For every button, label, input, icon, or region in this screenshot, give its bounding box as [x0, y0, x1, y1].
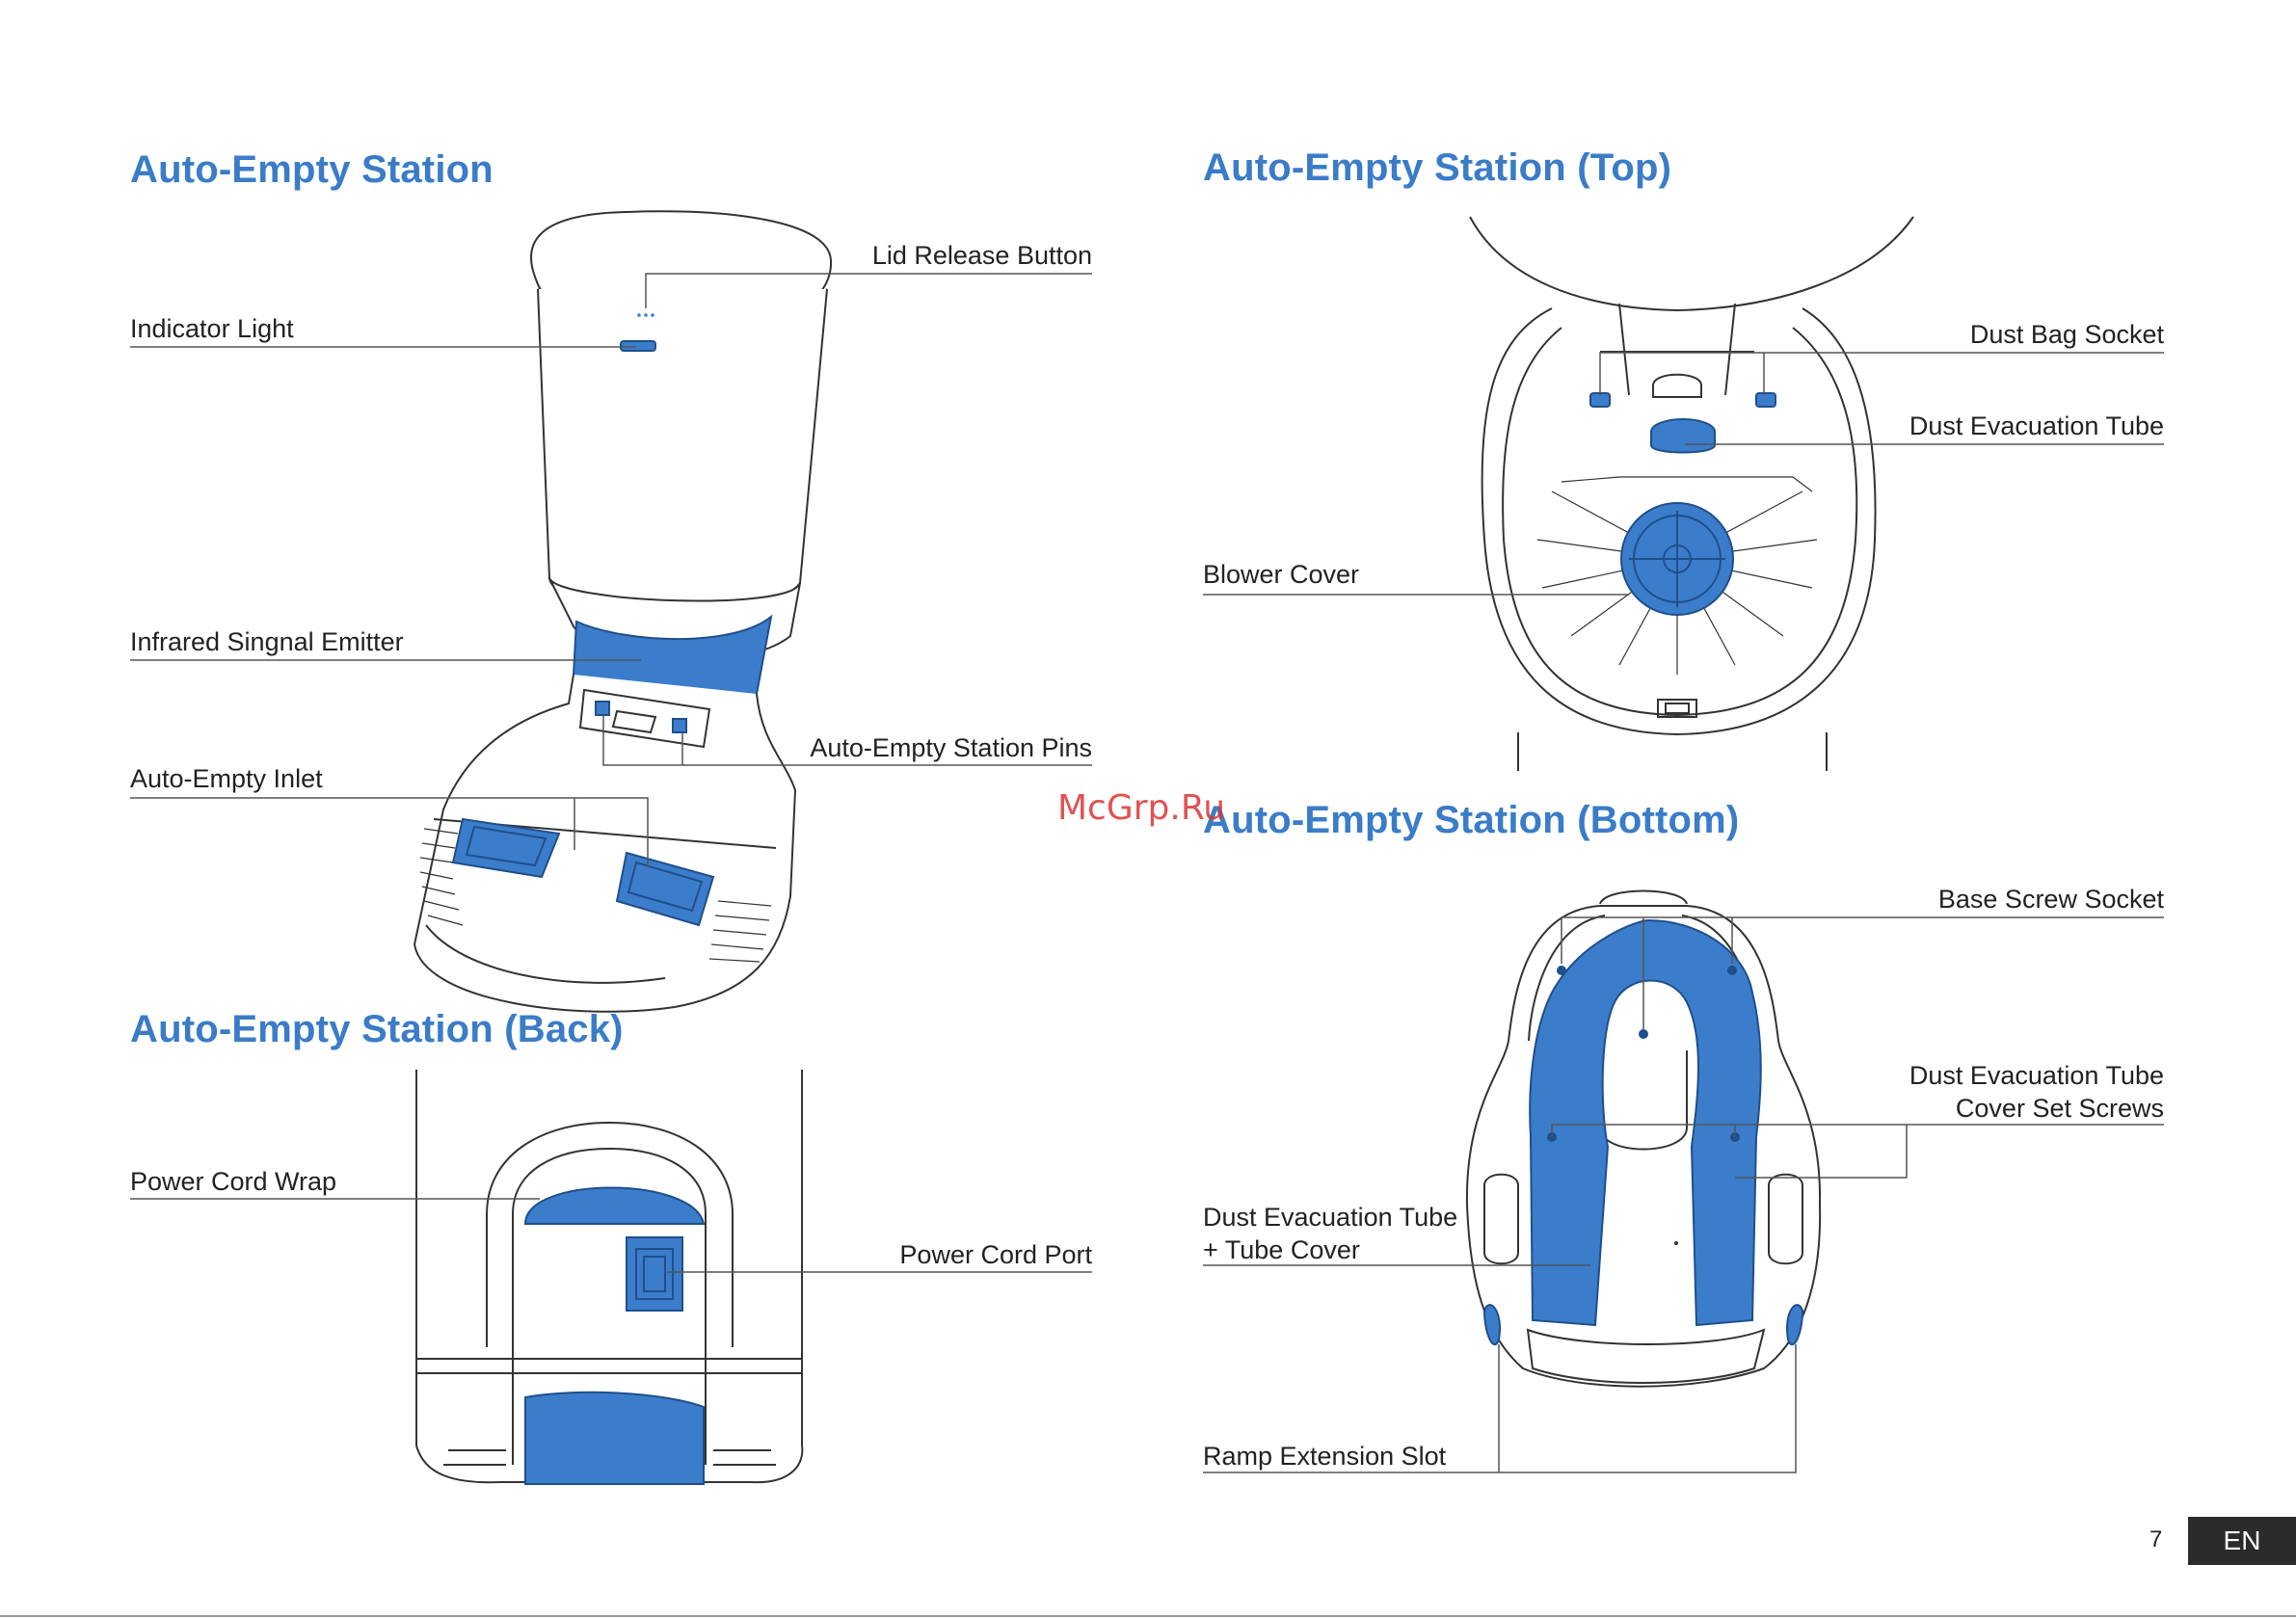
- label-power-cord-wrap: Power Cord Wrap: [130, 1167, 337, 1196]
- heading-station-top: Auto-Empty Station (Top): [1203, 146, 1672, 189]
- label-dust-bag-socket: Dust Bag Socket: [1969, 320, 2164, 349]
- watermark: McGrp.Ru: [1057, 788, 1226, 828]
- label-blower-cover: Blower Cover: [1203, 560, 1360, 589]
- bottom-drawing: [1465, 889, 1822, 1388]
- station-leader-lines: [130, 273, 1092, 867]
- back-leader-lines: [130, 1198, 1092, 1273]
- label-power-cord-port: Power Cord Port: [899, 1240, 1092, 1269]
- label-cover-set-screws-line2: Cover Set Screws: [1955, 1094, 2164, 1123]
- heading-station-back: Auto-Empty Station (Back): [130, 1008, 624, 1050]
- label-lid-release-button: Lid Release Button: [871, 241, 1092, 270]
- top-drawing: [1469, 216, 1914, 771]
- label-cover-set-screws-line1: Dust Evacuation Tube: [1909, 1061, 2164, 1090]
- heading-station: Auto-Empty Station: [130, 148, 494, 191]
- label-ramp-extension-slot: Ramp Extension Slot: [1203, 1442, 1447, 1471]
- label-station-pins: Auto-Empty Station Pins: [810, 733, 1092, 762]
- page-number: 7: [2149, 1526, 2163, 1552]
- back-drawing: [415, 1070, 804, 1485]
- heading-station-bottom: Auto-Empty Station (Bottom): [1203, 799, 1740, 841]
- label-tube-cover-line2: + Tube Cover: [1203, 1235, 1360, 1264]
- label-dust-evacuation-tube: Dust Evacuation Tube: [1909, 411, 2164, 440]
- label-base-screw-socket: Base Screw Socket: [1937, 885, 2164, 914]
- top-leader-lines: [1203, 352, 2164, 596]
- label-tube-cover-line1: Dust Evacuation Tube: [1203, 1203, 1458, 1232]
- label-auto-empty-inlet: Auto-Empty Inlet: [130, 764, 323, 793]
- bottom-leader-lines: [1203, 916, 2164, 1473]
- station-drawing: [413, 210, 833, 1013]
- language-tab: EN: [2188, 1517, 2296, 1565]
- label-indicator-light: Indicator Light: [130, 314, 294, 343]
- label-infrared-emitter: Infrared Singnal Emitter: [130, 627, 404, 656]
- bottom-rule: [0, 1615, 2296, 1617]
